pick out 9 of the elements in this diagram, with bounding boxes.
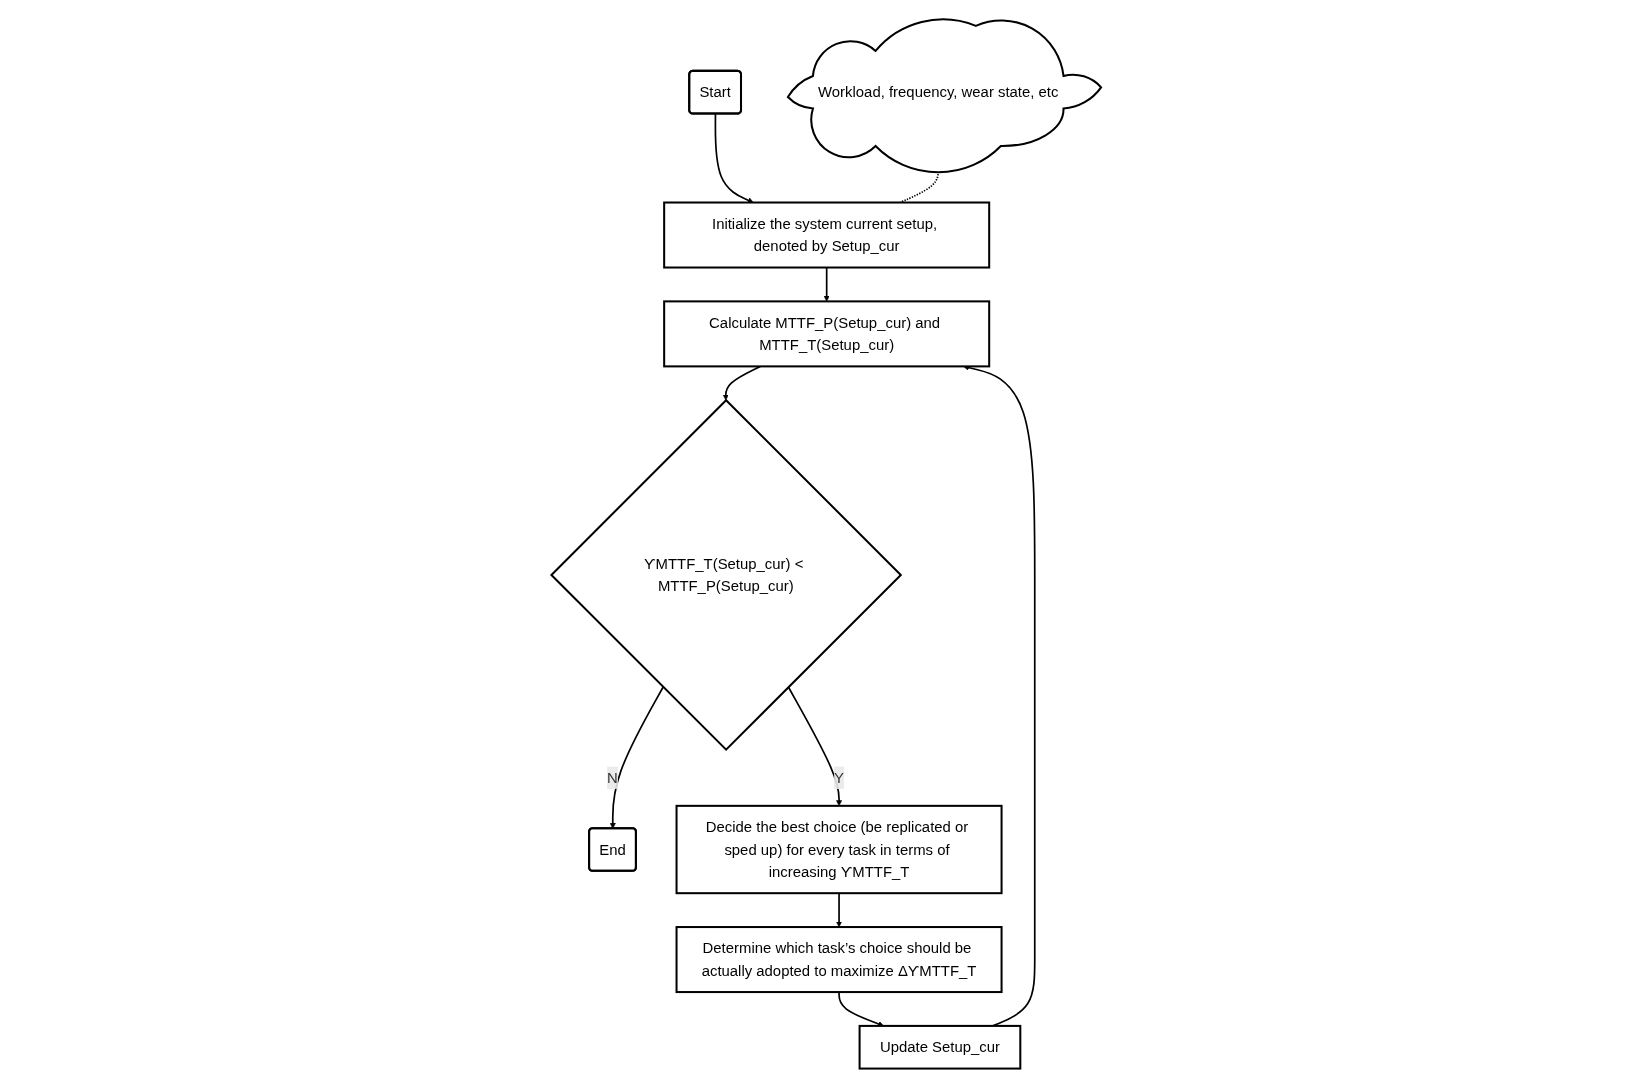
node-box: Decide the best choice (be replicated or sped up) for every task in terms of increasing ϒMTTF_T <box>675 804 1003 895</box>
node-box: Initialize the system current setup, denoted by Setup_cur <box>662 201 990 269</box>
node-box: Determine which task’s choice should be actually adopted to maximize ΔϒMTTF_T <box>675 926 1003 994</box>
edge-label: N <box>606 769 618 787</box>
node-box: Update Setup_cur <box>858 1024 1022 1070</box>
edge-label: Y <box>833 769 844 787</box>
node-box: Calculate MTTF_P(Setup_cur) and MTTF_T(Setup_cur) <box>662 300 990 368</box>
arrow <box>609 686 664 829</box>
node-diamond: ϒMTTF_T(Setup_cur) < MTTF_P(Setup_cur) <box>549 398 902 752</box>
